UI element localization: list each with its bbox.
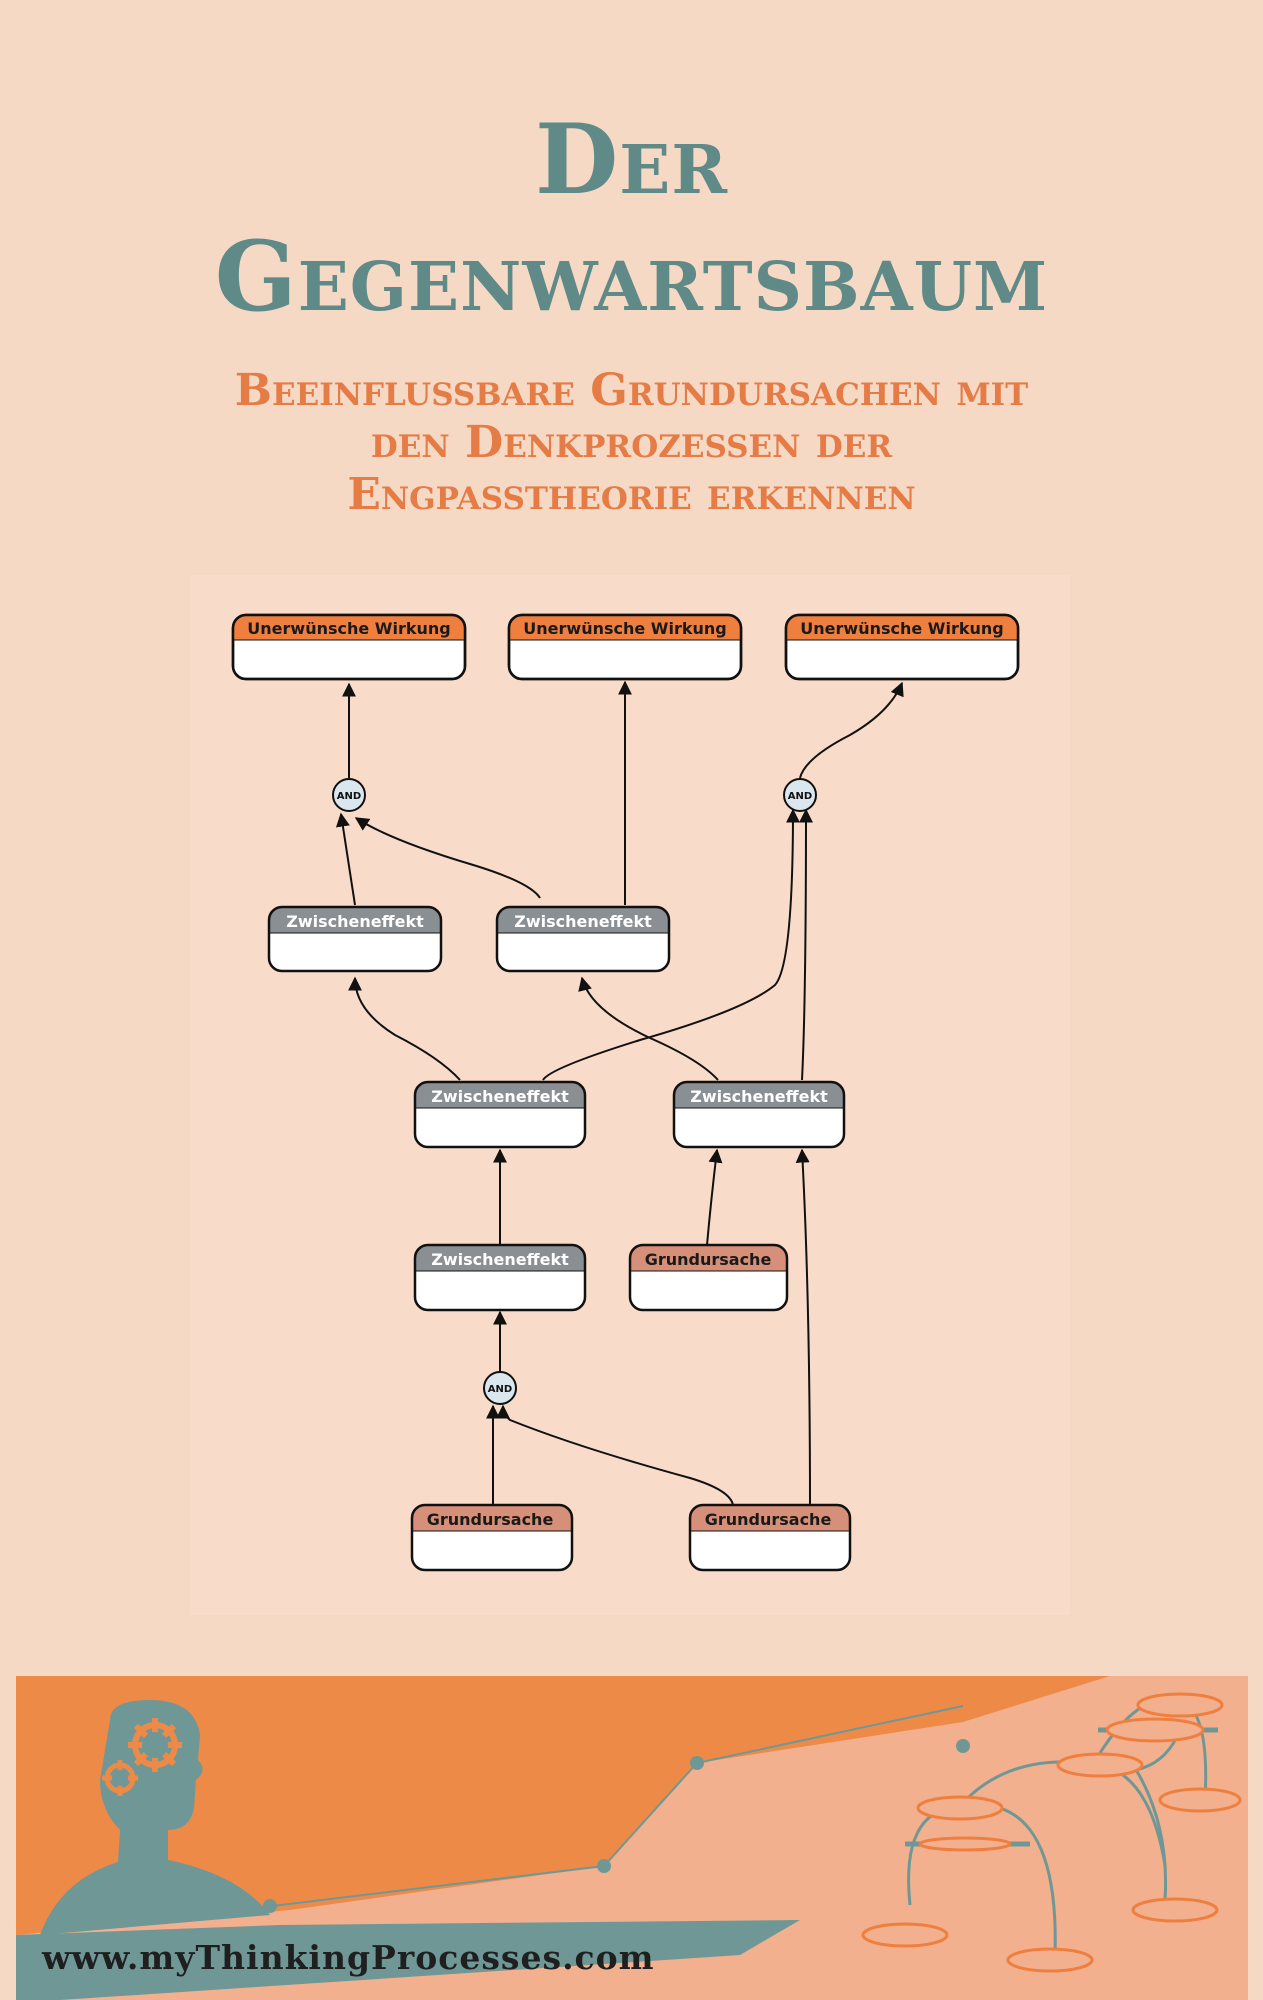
edge-z3-z1 <box>348 976 461 1081</box>
edge-and2-ue3 <box>799 681 904 779</box>
intermediate-effect-5[interactable]: Zwischeneffekt <box>413 1243 587 1312</box>
undesirable-effect-3[interactable]: Unerwünsche Wirkung <box>784 613 1020 681</box>
intermediate-effect-3[interactable]: Zwischeneffekt <box>413 1080 587 1149</box>
intermediate-effect-4[interactable]: Zwischeneffekt <box>672 1080 846 1149</box>
node-label: Zwischeneffekt <box>286 912 424 931</box>
network-icon <box>861 1692 1242 1973</box>
node-label: Grundursache <box>645 1250 772 1269</box>
node-label: Grundursache <box>705 1510 832 1529</box>
and-connector-2: AND <box>783 778 817 812</box>
undesirable-effect-2[interactable]: Unerwünsche Wirkung <box>507 613 743 681</box>
subtitle-line-3: Engpasstheorie erkennen <box>347 469 916 520</box>
and-label: AND <box>488 1384 512 1395</box>
node-label: Zwischeneffekt <box>431 1087 569 1106</box>
subtitle: Beeinflussbare Grundursachen mit den Den… <box>120 365 1143 521</box>
title-line-1: Der <box>535 103 728 216</box>
and-label: AND <box>788 791 812 802</box>
root-cause-1[interactable]: Grundursache <box>628 1243 789 1312</box>
root-cause-2[interactable]: Grundursache <box>410 1503 574 1572</box>
connectors <box>335 680 904 1506</box>
head-with-gears-icon <box>40 1700 270 1935</box>
and-connector-3: AND <box>483 1371 517 1405</box>
node-label: Grundursache <box>427 1510 554 1529</box>
edge-z2-and1 <box>354 817 541 899</box>
edge-z4-and2 <box>798 808 813 1081</box>
website-url: www.myThinkingProcesses.com <box>42 1938 655 1977</box>
edge-z4-z2 <box>578 976 719 1081</box>
footer-band <box>16 1676 1248 2000</box>
node-label: Zwischeneffekt <box>690 1087 828 1106</box>
node-label: Zwischeneffekt <box>431 1250 569 1269</box>
node-label: Unerwünsche Wirkung <box>800 619 1003 638</box>
edge-g3-z4 <box>795 1148 811 1506</box>
and-label: AND <box>337 791 361 802</box>
node-label: Unerwünsche Wirkung <box>523 619 726 638</box>
diagram-panel <box>190 575 1070 1615</box>
subtitle-line-1: Beeinflussbare Grundursachen mit <box>234 365 1029 416</box>
intermediate-effect-2[interactable]: Zwischeneffekt <box>495 905 671 973</box>
and-connector-1: AND <box>332 778 366 812</box>
edge-z3-and2 <box>542 808 800 1081</box>
node-label: Zwischeneffekt <box>514 912 652 931</box>
intermediate-effect-1[interactable]: Zwischeneffekt <box>267 905 443 973</box>
title-line-2: Gegenwartsbaum <box>214 220 1049 333</box>
node-label: Unerwünsche Wirkung <box>247 619 450 638</box>
edge-g1-z4 <box>706 1148 723 1246</box>
edge-g3-and3 <box>496 1404 734 1506</box>
root-cause-3[interactable]: Grundursache <box>688 1503 852 1572</box>
undesirable-effect-1[interactable]: Unerwünsche Wirkung <box>231 613 467 681</box>
edge-z1-and1 <box>335 812 356 906</box>
subtitle-line-2: den Denkprozessen der <box>370 417 893 468</box>
